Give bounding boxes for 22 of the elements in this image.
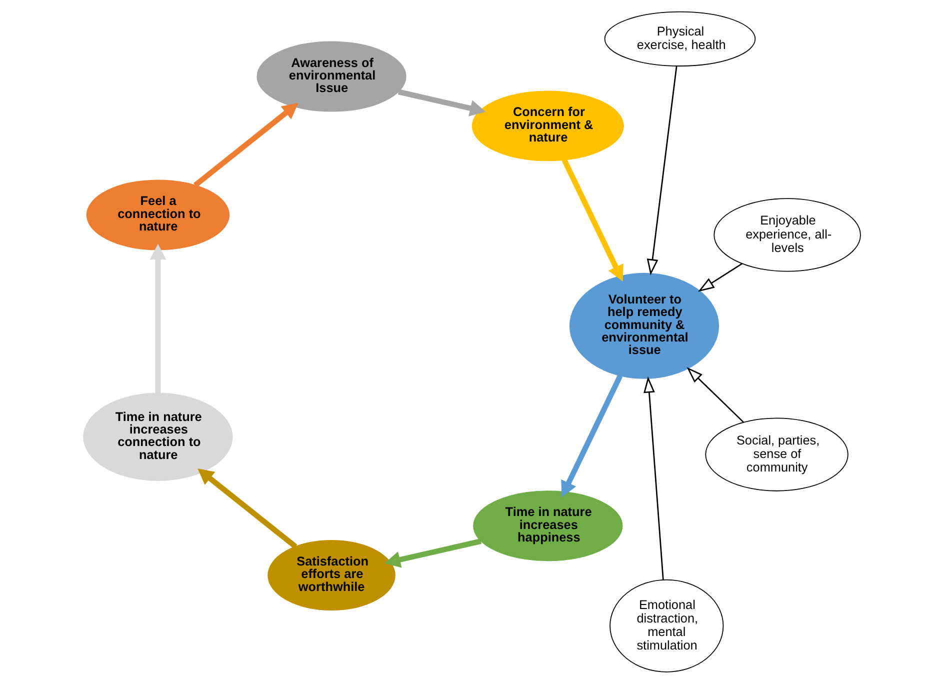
node-ellipse: Emotional distraction, mental stimulation xyxy=(609,579,724,672)
arrow xyxy=(560,374,622,498)
arrow xyxy=(698,263,742,292)
node-ellipse: Social, parties, sense of community xyxy=(704,418,848,492)
arrow xyxy=(397,89,486,116)
node-ellipse: Awareness of environmental Issue xyxy=(256,41,406,112)
node-ellipse: Feel a connection to nature xyxy=(86,180,230,250)
arrow xyxy=(149,244,166,394)
arrow xyxy=(193,103,298,188)
arrow xyxy=(384,538,482,568)
node-ellipse: Time in nature increases happiness xyxy=(472,490,622,562)
node-ellipse: Concern for environment & nature xyxy=(471,90,624,162)
node-ellipse: Enjoyable experience, all-levels xyxy=(713,198,860,272)
node-ellipse: Satisfaction efforts are worthwhile xyxy=(267,540,395,611)
arrow xyxy=(197,468,297,549)
arrow xyxy=(643,376,664,580)
arrow xyxy=(646,66,677,276)
node-ellipse: Physical exercise, health xyxy=(604,11,756,66)
arrow xyxy=(686,367,744,423)
arrow xyxy=(561,158,623,282)
node-ellipse: Volunteer to help remedy community & environmental issue xyxy=(568,272,719,379)
node-ellipse: Time in nature increases connection to nature xyxy=(82,392,232,482)
